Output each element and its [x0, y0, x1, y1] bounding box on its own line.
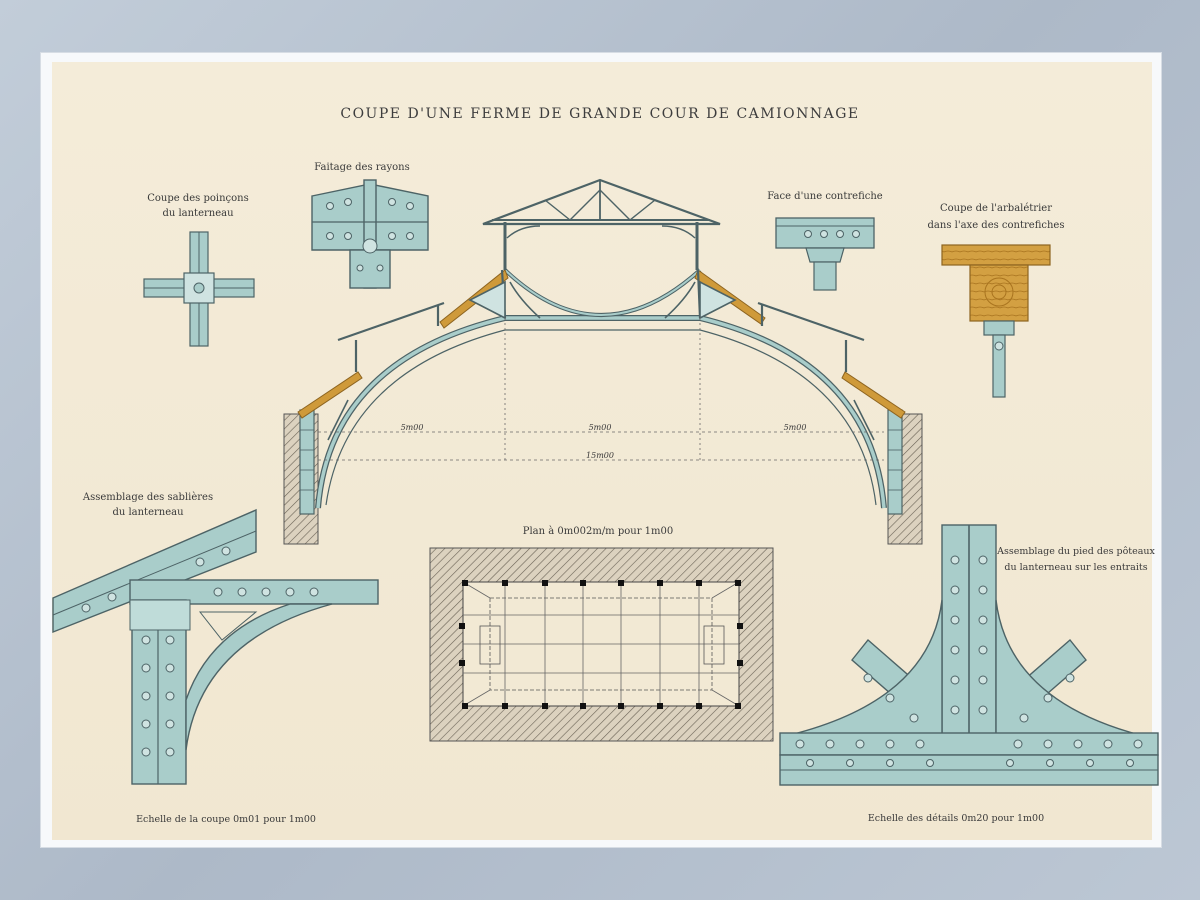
plan-view: Plan à 0m002m/m pour 1m00 [429, 526, 774, 742]
detail-faitage: Faitage des rayons [311, 162, 429, 289]
detail-arbaletrier: Coupe de l'arbalétrier dans l'axe des co… [928, 203, 1065, 398]
dim-span-mid: 5m00 [589, 423, 612, 432]
label-pied-1: Assemblage du pied des pôteaux [996, 546, 1155, 557]
label-poincons-2: du lanterneau [162, 208, 234, 219]
detail-contrefiche: Face d'une contrefiche [767, 191, 883, 291]
label-contrefiche: Face d'une contrefiche [767, 191, 883, 202]
label-sablieres-2: du lanterneau [112, 507, 184, 518]
label-echelle-details: Echelle des détails 0m20 pour 1m00 [868, 813, 1044, 824]
label-arbaletrier-2: dans l'axe des contrefiches [928, 220, 1065, 231]
dim-span-right: 5m00 [784, 423, 807, 432]
label-poincons-1: Coupe des poinçons [147, 193, 249, 204]
main-truss-section: 5m00 5m00 5m00 15m00 [283, 178, 923, 545]
label-echelle-coupe: Echelle de la coupe 0m01 pour 1m00 [136, 814, 316, 825]
label-plan: Plan à 0m002m/m pour 1m00 [523, 526, 673, 537]
detail-pied-poteaux: Assemblage du pied des pôteaux du lanter… [779, 524, 1159, 786]
dim-span-total: 15m00 [586, 451, 614, 460]
dim-span-left: 5m00 [401, 423, 424, 432]
drawing-title: COUPE D'UNE FERME DE GRANDE COUR DE CAMI… [340, 106, 859, 122]
label-faitage: Faitage des rayons [314, 162, 410, 173]
detail-poincons: Coupe des poinçons du lanterneau [143, 193, 255, 347]
label-pied-2: du lanterneau sur les entraits [1004, 562, 1147, 573]
label-arbaletrier-1: Coupe de l'arbalétrier [940, 203, 1052, 214]
lantern [482, 178, 721, 270]
detail-sablieres: Assemblage des sablières du lanterneau [52, 492, 379, 785]
label-sablieres-1: Assemblage des sablières [82, 492, 213, 503]
